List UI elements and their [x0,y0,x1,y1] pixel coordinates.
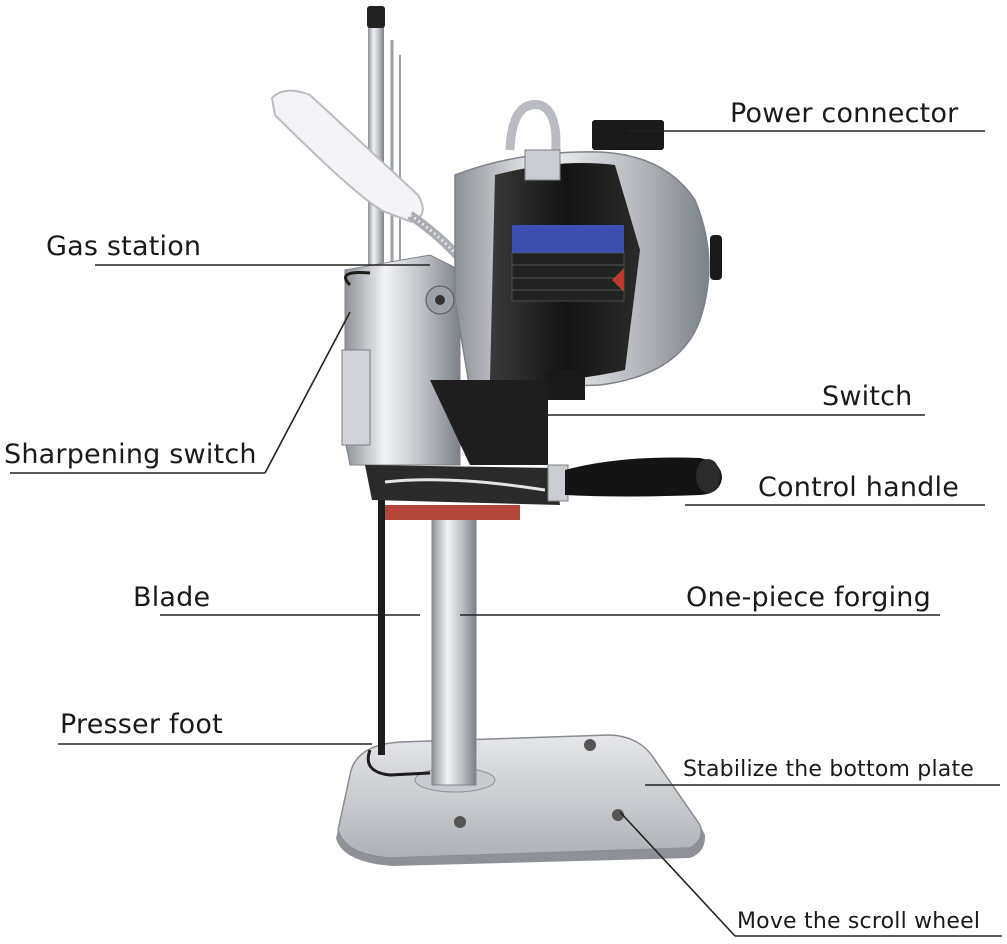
label-control-handle: Control handle [758,472,960,503]
control-handle-part [547,457,722,502]
nameplate-panel [512,225,624,253]
switch-part [545,370,585,400]
label-stabilize-bottom-plate: Stabilize the bottom plate [683,757,975,782]
leader-scroll-wheel-d [619,811,736,937]
blade-guide [378,500,385,755]
label-move-scroll-wheel: Move the scroll wheel [737,909,981,934]
blade-pad [385,505,520,520]
label-gas-station: Gas station [46,231,202,262]
leader-sharpening-switch-d [264,311,351,474]
label-one-piece-forging: One-piece forging [686,582,931,613]
sharpening-lever [344,271,371,287]
motor [454,100,722,400]
rod-cap [367,6,385,28]
presser-foot-part [366,749,431,777]
label-switch: Switch [822,381,913,412]
power-connector-part [592,120,664,150]
label-sharpening-switch: Sharpening switch [4,439,257,470]
label-power-connector: Power connector [730,98,959,129]
head-block [430,380,548,465]
top-rod [368,20,384,280]
forging-column [431,514,477,786]
label-blade: Blade [133,582,211,613]
leader-lines [10,130,1002,937]
label-presser-foot: Presser foot [60,709,223,740]
cutting-head [365,465,560,505]
bottom-plate [336,734,706,866]
